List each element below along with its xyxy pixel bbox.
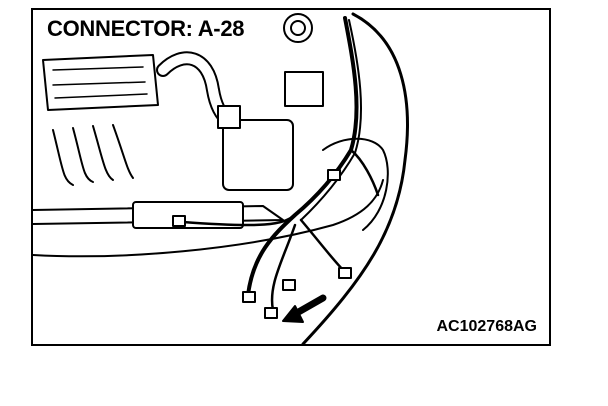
wiring-harness (246, 16, 359, 297)
engine-bay-illustration (33, 12, 409, 344)
bumper-curve (33, 179, 384, 258)
reservoir-cap (283, 13, 313, 43)
connector-title: CONNECTOR: A-28 (45, 16, 249, 42)
body-panel-outline (301, 12, 409, 344)
coil-fins (52, 124, 134, 186)
relay-block (284, 71, 324, 107)
fender-edge (322, 137, 389, 231)
figure-code: AC102768AG (434, 318, 539, 336)
engine-block (42, 54, 159, 111)
ecu-box (132, 201, 244, 229)
air-box (222, 119, 294, 191)
connector-a28 (264, 307, 278, 319)
arrow-indicator (291, 294, 327, 318)
diagram-frame: CONNECTOR: A-28 AC102768AG (31, 8, 551, 346)
